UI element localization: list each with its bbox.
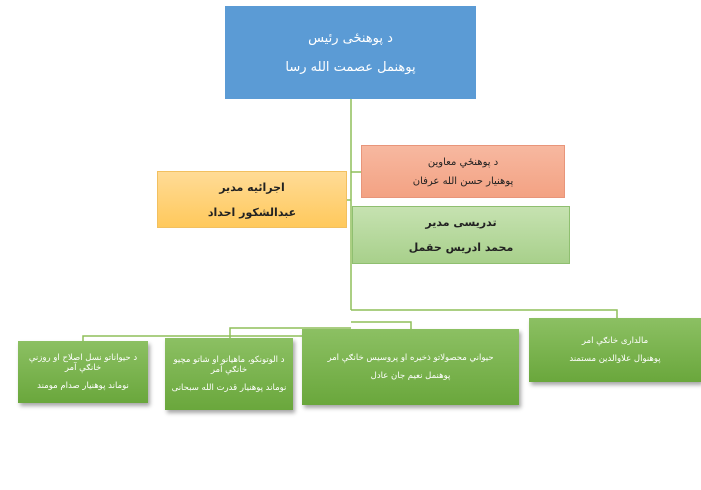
department-head: پوهنوال علاوالدين مستمند [569, 354, 661, 364]
department-title: د الوتونکو، ماهيانو او شاتو مچيو خانګې آ… [173, 355, 285, 375]
deputy-box: د پوهنځي معاوين پوهنيار حسن الله عرفان [361, 145, 565, 198]
admin-title: اجرائیه مدیر [219, 180, 285, 194]
deputy-title: د پوهنځي معاوين [427, 156, 499, 168]
department-box: حيواني محصولاتو ذخيره او پروسيس خانګې ام… [302, 329, 519, 405]
department-title: مالداری خانګې امر [581, 336, 649, 346]
department-box: د الوتونکو، ماهيانو او شاتو مچيو خانګې آ… [165, 338, 293, 410]
head-title: د پوهنځی رئیس [308, 30, 393, 46]
teaching-box: تدریسی مدیر محمد ادریس حقمل [352, 206, 570, 264]
deputy-name: پوهنيار حسن الله عرفان [412, 175, 514, 187]
admin-name: عبدالشکور احداد [207, 205, 297, 219]
department-head: نوماند پوهنيار صدام مومند [37, 381, 129, 391]
teaching-title: تدریسی مدیر [425, 216, 497, 229]
department-head: نوماند پوهنيار قدرت الله سبحانی [171, 383, 287, 393]
department-title: حيواني محصولاتو ذخيره او پروسيس خانګې ام… [327, 353, 494, 363]
department-head: پوهنمل نعيم جان عادل [370, 371, 451, 381]
department-title: د حيواناتو نسل اصلاح او روزنې خانګې آمر [28, 353, 138, 373]
admin-box: اجرائیه مدیر عبدالشکور احداد [157, 171, 347, 228]
teaching-name: محمد ادریس حقمل [408, 241, 514, 254]
head-box: د پوهنځی رئیس پوهنمل عصمت الله رسا [225, 6, 476, 99]
department-box: د حيواناتو نسل اصلاح او روزنې خانګې آمر … [18, 341, 148, 403]
head-name: پوهنمل عصمت الله رسا [285, 59, 416, 75]
department-box: مالداری خانګې امر پوهنوال علاوالدين مستم… [529, 318, 701, 382]
